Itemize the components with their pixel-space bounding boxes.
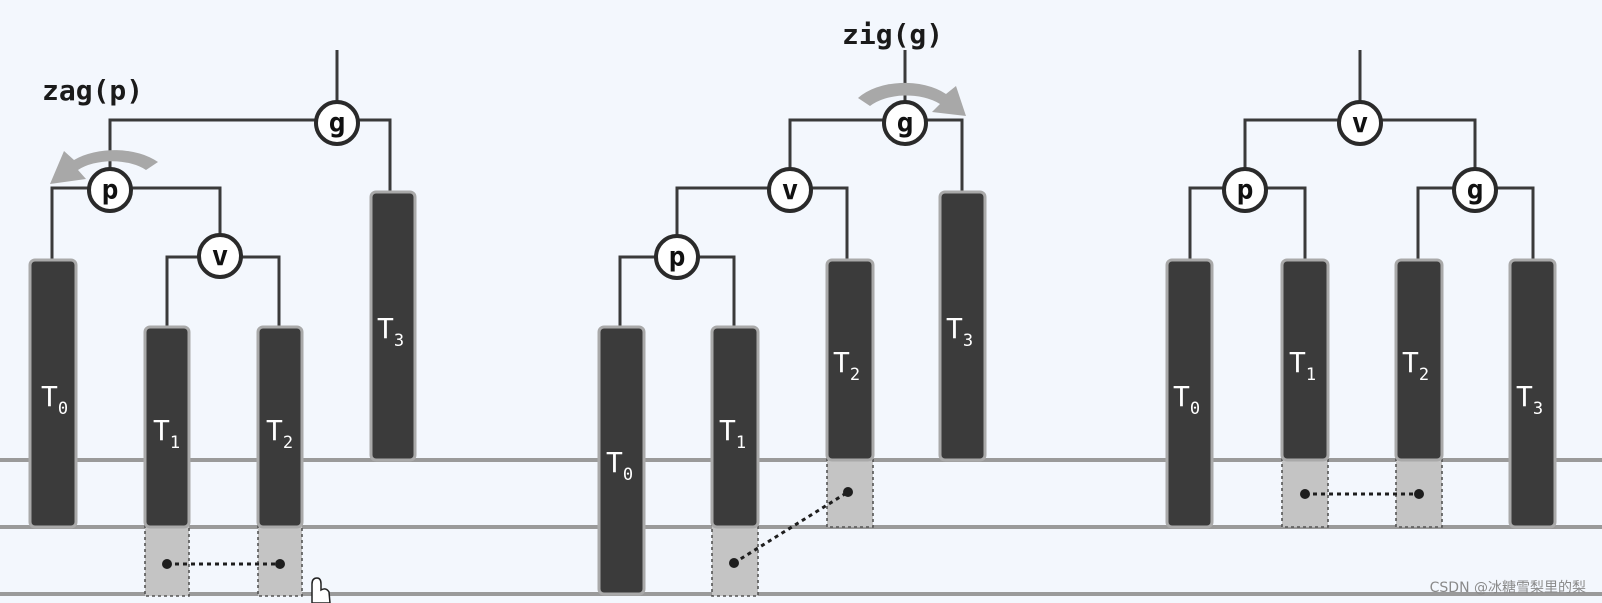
subtree-label: T xyxy=(1402,346,1419,379)
svg-text:T1: T1 xyxy=(1289,346,1316,385)
subtree-t1: T1 xyxy=(710,325,760,529)
subtree-t3: T3 xyxy=(938,190,987,462)
svg-text:T2: T2 xyxy=(833,346,860,385)
subtree-label: T xyxy=(719,414,736,447)
svg-text:g: g xyxy=(897,106,914,139)
svg-text:T3: T3 xyxy=(377,312,404,351)
svg-text:v: v xyxy=(212,239,229,272)
subtree-t1: T1 xyxy=(1280,258,1330,462)
subtree-label: T xyxy=(606,446,623,479)
svg-text:v: v xyxy=(1352,106,1369,139)
node-v: v xyxy=(197,233,243,279)
svg-text:T0: T0 xyxy=(1173,380,1200,419)
subtree-label: T xyxy=(1289,346,1306,379)
subtree-t0: T0 xyxy=(28,258,78,529)
node-g: g xyxy=(882,100,928,146)
subtree-subscript: 2 xyxy=(1419,365,1429,385)
svg-text:p: p xyxy=(669,240,686,273)
svg-text:v: v xyxy=(782,173,799,206)
subtree-label: T xyxy=(833,346,850,379)
subtree-subscript: 0 xyxy=(1190,399,1200,419)
panel-after: T0 T1 T2 T3 v p g xyxy=(1165,50,1557,529)
svg-text:T2: T2 xyxy=(266,414,293,453)
subtree-label: T xyxy=(266,414,283,447)
svg-text:p: p xyxy=(1237,173,1254,206)
svg-text:T0: T0 xyxy=(606,446,633,485)
operation-label-zag: zag(p) xyxy=(42,74,143,107)
subtree-t0: T0 xyxy=(597,325,646,596)
svg-text:g: g xyxy=(1467,173,1484,206)
node-g: g xyxy=(1452,167,1498,213)
subtree-subscript: 1 xyxy=(170,433,180,453)
node-p: p xyxy=(654,234,700,280)
level-lines xyxy=(0,458,1602,596)
subtree-subscript: 2 xyxy=(283,433,293,453)
subtree-subscript: 0 xyxy=(58,399,68,419)
subtree-subscript: 3 xyxy=(1533,399,1543,419)
rotate-cw-arrow-icon xyxy=(858,82,966,116)
subtree-label: T xyxy=(153,414,170,447)
subtree-label: T xyxy=(1516,380,1533,413)
rotate-ccw-arrow-icon xyxy=(50,150,158,184)
subtree-t1: T1 xyxy=(143,325,191,529)
subtree-t2: T2 xyxy=(825,258,875,462)
subtree-t3: T3 xyxy=(1508,258,1557,529)
operation-label-zig: zig(g) xyxy=(842,18,943,51)
subtree-subscript: 3 xyxy=(394,331,404,351)
node-v: v xyxy=(1337,100,1383,146)
subtree-t0: T0 xyxy=(1165,258,1214,529)
svg-text:T3: T3 xyxy=(946,312,973,351)
node-v: v xyxy=(767,167,813,213)
subtree-t2: T2 xyxy=(1394,258,1444,462)
subtree-subscript: 2 xyxy=(850,365,860,385)
subtree-label: T xyxy=(1173,380,1190,413)
subtree-label: T xyxy=(946,312,963,345)
subtree-t3: T3 xyxy=(369,190,417,462)
subtree-subscript: 1 xyxy=(1306,365,1316,385)
subtree-subscript: 1 xyxy=(736,433,746,453)
svg-text:T0: T0 xyxy=(41,380,68,419)
node-p: p xyxy=(87,167,133,213)
svg-text:T3: T3 xyxy=(1516,380,1543,419)
svg-text:g: g xyxy=(329,106,346,139)
hand-pointer-icon xyxy=(311,577,331,603)
panel-before: T0 T1 T2 T3 zag(p) g p v xyxy=(28,50,417,603)
subtree-subscript: 3 xyxy=(963,331,973,351)
node-p: p xyxy=(1222,167,1268,213)
node-g: g xyxy=(314,100,360,146)
height-connector xyxy=(733,490,849,565)
svg-text:T1: T1 xyxy=(153,414,180,453)
svg-text:T1: T1 xyxy=(719,414,746,453)
subtree-label: T xyxy=(377,312,394,345)
subtree-t2: T2 xyxy=(256,325,304,529)
subtree-label: T xyxy=(41,380,58,413)
svg-text:T2: T2 xyxy=(1402,346,1429,385)
svg-text:p: p xyxy=(102,173,119,206)
panel-middle: T0 T1 T2 T3 zig(g) g v p xyxy=(597,18,987,597)
watermark: CSDN @冰糖雪梨里的梨 xyxy=(1430,580,1586,596)
subtree-subscript: 0 xyxy=(623,465,633,485)
